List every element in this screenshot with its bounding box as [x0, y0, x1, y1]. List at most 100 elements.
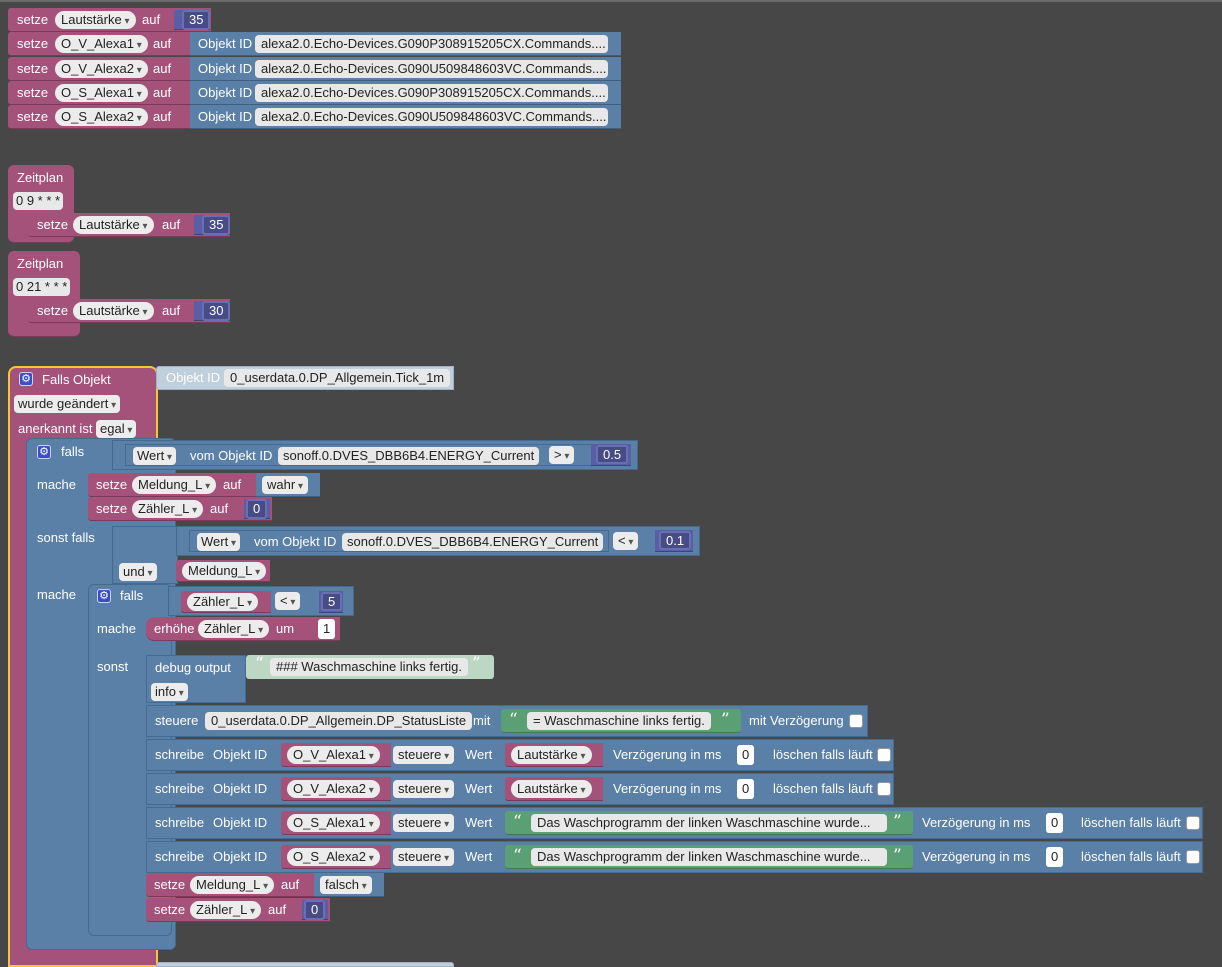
- object-id-block[interactable]: Objekt ID alexa2.0.Echo-Devices.G090P308…: [190, 32, 621, 56]
- var-dropdown[interactable]: Lautstärke: [511, 780, 592, 798]
- text-block[interactable]: “ Das Waschprogramm der linken Waschmasc…: [505, 811, 913, 835]
- clear-checkbox[interactable]: [877, 782, 891, 796]
- number-block[interactable]: 35: [194, 215, 231, 235]
- operator-dropdown[interactable]: >: [549, 446, 575, 464]
- var-dropdown[interactable]: O_S_Alexa2: [287, 848, 380, 866]
- text-field[interactable]: = Waschmaschine links fertig.: [527, 712, 711, 730]
- var-dropdown[interactable]: Lautstärke: [73, 302, 154, 320]
- compare-block[interactable]: Wert vom Objekt ID sonoff.0.DVES_DBB6B4.…: [176, 526, 700, 556]
- var-dropdown[interactable]: O_V_Alexa1: [55, 35, 148, 53]
- object-id-field[interactable]: 0_userdata.0.DP_Allgemein.Tick_1m: [224, 369, 451, 387]
- object-id-block[interactable]: Objekt ID alexa2.0.Echo-Devices.G090U509…: [190, 105, 621, 129]
- get-var-block[interactable]: Lautstärke: [505, 743, 603, 767]
- var-dropdown[interactable]: O_S_Alexa2: [55, 108, 148, 126]
- var-dropdown[interactable]: Zähler_L: [190, 901, 262, 919]
- object-id-field[interactable]: alexa2.0.Echo-Devices.G090U509848603VC.C…: [255, 60, 608, 78]
- debug-text-block[interactable]: “ ### Waschmaschine links fertig. ”: [246, 655, 494, 679]
- set-volume-block[interactable]: setze Lautstärke auf 35: [8, 8, 211, 32]
- set-volume-block[interactable]: setze Lautstärke auf 35: [28, 213, 231, 237]
- set-meldung-block[interactable]: setze Meldung_L auf: [88, 473, 263, 497]
- delay-field[interactable]: 0: [1046, 847, 1064, 867]
- delay-field[interactable]: 0: [1046, 813, 1064, 833]
- logic-boolean-block[interactable]: falsch: [314, 873, 384, 897]
- number-block[interactable]: 0.1: [655, 530, 693, 552]
- number-block[interactable]: 0: [244, 499, 270, 519]
- object-id-field[interactable]: 0_userdata.0.DP_Allgemein.DP_StatusListe: [205, 712, 473, 730]
- ack-dropdown[interactable]: egal: [96, 420, 137, 438]
- set-counter-block[interactable]: setze Zähler_L auf 0: [146, 898, 330, 922]
- gear-icon[interactable]: ⚙: [19, 372, 33, 386]
- text-field[interactable]: Das Waschprogramm der linken Waschmaschi…: [531, 814, 887, 832]
- var-dropdown[interactable]: Zähler_L: [132, 500, 204, 518]
- number-field[interactable]: 5: [321, 592, 343, 611]
- increment-block[interactable]: erhöhe Zähler_L um 1: [146, 617, 340, 641]
- var-dropdown[interactable]: Meldung_L: [132, 476, 217, 494]
- get-var-block[interactable]: Lautstärke: [505, 777, 603, 801]
- mode-dropdown[interactable]: steuere: [393, 746, 455, 764]
- compare-block[interactable]: Wert vom Objekt ID sonoff.0.DVES_DBB6B4.…: [112, 440, 638, 470]
- object-id-field[interactable]: sonoff.0.DVES_DBB6B4.ENERGY_Current: [278, 447, 540, 465]
- number-block[interactable]: 5: [319, 591, 343, 613]
- boolean-dropdown[interactable]: wahr: [262, 476, 308, 494]
- object-id-block[interactable]: Objekt ID alexa2.0.Echo-Devices.G090U509…: [190, 57, 621, 81]
- operator-dropdown[interactable]: <: [613, 532, 639, 550]
- get-var-block[interactable]: O_V_Alexa2: [281, 777, 391, 801]
- set-volume-block[interactable]: setze Lautstärke auf 30: [28, 299, 231, 323]
- compare-block[interactable]: Zähler_L < 5: [168, 586, 354, 616]
- var-dropdown[interactable]: Lautstärke: [511, 746, 592, 764]
- number-block[interactable]: 0: [302, 900, 328, 920]
- var-dropdown[interactable]: Zähler_L: [187, 593, 259, 611]
- set-o-s-alexa1-block[interactable]: setze O_S_Alexa1 auf: [8, 81, 198, 105]
- boolean-dropdown[interactable]: falsch: [320, 876, 372, 894]
- object-id-field[interactable]: sonoff.0.DVES_DBB6B4.ENERGY_Current: [342, 533, 604, 551]
- set-meldung-block[interactable]: setze Meldung_L auf: [146, 873, 321, 897]
- var-dropdown[interactable]: O_V_Alexa1: [287, 746, 380, 764]
- object-id-field[interactable]: alexa2.0.Echo-Devices.G090U509848603VC.C…: [255, 108, 608, 126]
- number-field[interactable]: 0.1: [659, 531, 692, 550]
- debug-text-field[interactable]: ### Waschmaschine links fertig.: [270, 658, 468, 676]
- write-block[interactable]: schreibe Objekt ID O_S_Alexa2 steuere We…: [146, 841, 1203, 873]
- text-block[interactable]: “ = Waschmaschine links fertig. ”: [501, 709, 741, 733]
- number-block[interactable]: 35: [174, 10, 211, 30]
- write-block[interactable]: schreibe Objekt ID O_V_Alexa1 steuere We…: [146, 739, 894, 771]
- number-field[interactable]: 30: [202, 301, 231, 321]
- get-value-block[interactable]: Wert vom Objekt ID sonoff.0.DVES_DBB6B4.…: [125, 444, 595, 466]
- logic-boolean-block[interactable]: wahr: [256, 473, 320, 497]
- number-field[interactable]: 0: [246, 499, 268, 519]
- number-field[interactable]: 35: [182, 10, 211, 30]
- get-var-block[interactable]: Meldung_L: [176, 560, 270, 582]
- clear-checkbox[interactable]: [1186, 850, 1200, 864]
- text-field[interactable]: Das Waschprogramm der linken Waschmaschi…: [531, 848, 887, 866]
- gear-icon[interactable]: ⚙: [37, 445, 51, 459]
- text-block[interactable]: “ Das Waschprogramm der linken Waschmasc…: [505, 845, 913, 869]
- get-value-block[interactable]: Wert vom Objekt ID sonoff.0.DVES_DBB6B4.…: [189, 530, 609, 552]
- get-var-block[interactable]: O_S_Alexa1: [281, 811, 391, 835]
- write-block[interactable]: schreibe Objekt ID O_V_Alexa2 steuere We…: [146, 773, 894, 805]
- var-dropdown[interactable]: Meldung_L: [190, 876, 275, 894]
- get-var-block[interactable]: O_S_Alexa2: [281, 845, 391, 869]
- control-block[interactable]: steuere 0_userdata.0.DP_Allgemein.DP_Sta…: [146, 705, 868, 737]
- delay-checkbox[interactable]: [849, 714, 863, 728]
- var-dropdown[interactable]: O_V_Alexa2: [55, 60, 148, 78]
- object-id-block[interactable]: Objekt ID alexa2.0.Echo-Devices.G090P308…: [190, 81, 621, 105]
- clear-checkbox[interactable]: [1186, 816, 1200, 830]
- var-dropdown[interactable]: O_S_Alexa1: [55, 84, 148, 102]
- mode-dropdown[interactable]: steuere: [393, 848, 455, 866]
- logic-op-dropdown[interactable]: und: [119, 563, 157, 581]
- get-var-block[interactable]: Zähler_L: [181, 591, 271, 613]
- number-field[interactable]: 0.5: [596, 445, 629, 464]
- mode-dropdown[interactable]: steuere: [393, 814, 455, 832]
- var-dropdown[interactable]: Lautstärke: [73, 216, 154, 234]
- write-block[interactable]: schreibe Objekt ID O_S_Alexa1 steuere We…: [146, 807, 1203, 839]
- set-o-v-alexa1-block[interactable]: setze O_V_Alexa1 auf: [8, 32, 198, 56]
- trigger-object-id-block[interactable]: Objekt ID 0_userdata.0.DP_Allgemein.Tick…: [156, 366, 454, 390]
- logic-and-block[interactable]: und: [112, 526, 178, 584]
- set-o-s-alexa2-block[interactable]: setze O_S_Alexa2 auf: [8, 105, 198, 129]
- log-level-dropdown[interactable]: info: [151, 683, 188, 701]
- trigger-mode-dropdown[interactable]: wurde geändert: [14, 395, 121, 413]
- var-dropdown[interactable]: Zähler_L: [198, 620, 270, 638]
- var-dropdown[interactable]: Lautstärke: [55, 11, 136, 29]
- var-dropdown[interactable]: Meldung_L: [182, 562, 267, 580]
- cron-field[interactable]: 0 9 * * *: [13, 192, 64, 210]
- object-id-field[interactable]: alexa2.0.Echo-Devices.G090P308915205CX.C…: [255, 35, 608, 53]
